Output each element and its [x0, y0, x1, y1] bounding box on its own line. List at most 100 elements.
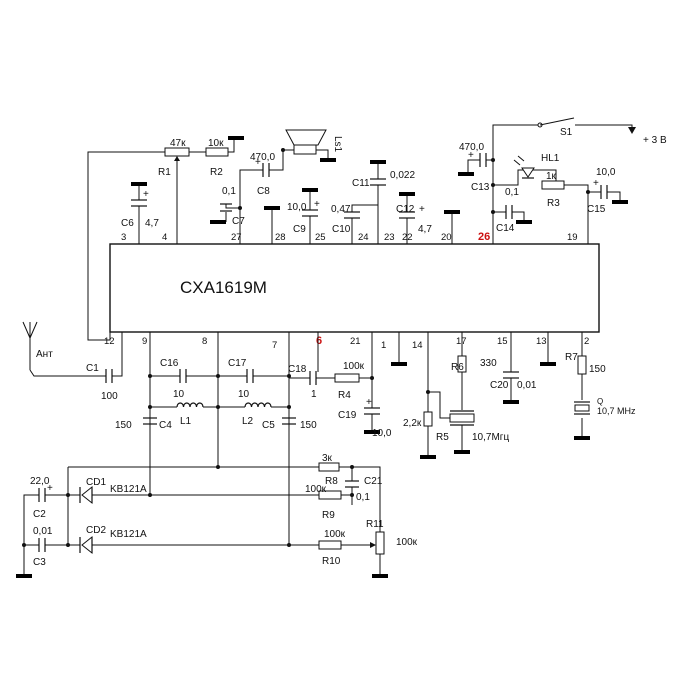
- ic-name: CXA1619M: [180, 278, 267, 297]
- c1-value: 100: [101, 391, 118, 402]
- r3-value: 1к: [546, 171, 557, 182]
- c15-plus: +: [593, 178, 599, 189]
- r3-label: R3: [547, 198, 560, 209]
- q-value: 10,7 MHz: [597, 406, 636, 416]
- l1-label: L1: [180, 416, 192, 427]
- r10-resistor: [318, 540, 342, 550]
- l2-inductor: [244, 402, 272, 408]
- r4-label: R4: [338, 390, 351, 401]
- c4-value: 150: [115, 420, 132, 431]
- ground-symbol: [320, 158, 336, 162]
- pin-1: 1: [381, 340, 386, 351]
- c15-label: C15: [587, 204, 606, 215]
- switch-s1[interactable]: [539, 117, 575, 126]
- pin-26: 26: [478, 231, 490, 243]
- c3-label: C3: [33, 557, 46, 568]
- c7-label: C7: [232, 216, 245, 227]
- c17-value: 10: [238, 389, 250, 400]
- pin-25: 25: [315, 232, 326, 243]
- c13-label: C13: [471, 182, 490, 193]
- r5-label: R5: [436, 432, 449, 443]
- wire-c2-c3: [23, 494, 68, 574]
- r8-label: R8: [325, 476, 338, 487]
- r6-resistor: [457, 355, 467, 373]
- antenna-icon: [22, 321, 38, 370]
- r11-label: R11: [366, 519, 384, 530]
- l2-label: L2: [242, 416, 254, 427]
- r5-resistor: [423, 411, 433, 427]
- ground-symbol: [264, 206, 280, 210]
- r2-value: 10к: [208, 138, 224, 149]
- wire-r2-gnd: [228, 140, 235, 153]
- c12-value: 4,7: [418, 224, 432, 235]
- pin-21: 21: [350, 336, 361, 347]
- r9-value: 100к: [305, 484, 327, 495]
- c18-value: 1: [311, 389, 317, 400]
- c8-value: 470,0: [250, 152, 275, 163]
- c7-value: 0,1: [222, 186, 236, 197]
- wire-pin26-rail: [492, 124, 538, 244]
- pin-12: 12: [104, 336, 115, 347]
- pin-27: 27: [231, 232, 242, 243]
- led-icon: [521, 167, 535, 178]
- pin-3: 3: [121, 232, 126, 243]
- c12-label: C12: [396, 204, 415, 215]
- pin-15: 15: [497, 336, 508, 347]
- ground-symbol: [228, 136, 244, 140]
- ground-symbol: [399, 192, 415, 196]
- c4-label: C4: [159, 420, 172, 431]
- ground-symbol: [540, 362, 556, 366]
- ground-symbol: [612, 200, 628, 204]
- r10-label: R10: [322, 556, 341, 567]
- c8-label: C8: [257, 186, 270, 197]
- pin-28: 28: [275, 232, 286, 243]
- c1-label: C1: [86, 363, 99, 374]
- r10-value: 100к: [324, 529, 346, 540]
- pin-20: 20: [441, 232, 452, 243]
- pin-17: 17: [456, 336, 467, 347]
- c11-value: 0,022: [390, 170, 415, 181]
- ground-symbol: [420, 455, 436, 459]
- pin-4: 4: [162, 232, 167, 243]
- r11-wiper-arrow: [370, 542, 376, 548]
- cd2-varicap-icon: [79, 535, 93, 555]
- s1-label: S1: [560, 127, 573, 138]
- r11-value: 100к: [396, 537, 418, 548]
- r1-wiper-arrow: [174, 156, 180, 161]
- wire-antenna-c1: [29, 332, 123, 377]
- ground-symbol: [574, 436, 590, 440]
- ground-symbol: [444, 210, 460, 214]
- cd2-label: CD2: [86, 525, 106, 536]
- ground-symbol: [364, 430, 380, 434]
- ground-symbol: [391, 362, 407, 366]
- c5-value: 150: [300, 420, 317, 431]
- c3-value: 0,01: [33, 526, 53, 537]
- ground-symbol: [210, 220, 226, 224]
- pin-14: 14: [412, 340, 423, 351]
- c14-label: C14: [496, 223, 515, 234]
- r3-resistor: [541, 180, 565, 190]
- r9-label: R9: [322, 510, 335, 521]
- supply-arrow: [628, 127, 636, 134]
- r9-resistor: [318, 490, 342, 500]
- l1-inductor: [176, 402, 204, 408]
- r5-value: 2,2к: [403, 418, 422, 429]
- c9-plus: +: [314, 199, 320, 210]
- ground-symbol: [458, 172, 474, 176]
- wire-c14: [493, 211, 525, 220]
- r6-label: R6: [451, 362, 464, 373]
- ground-symbol: [131, 182, 147, 186]
- pin-24: 24: [358, 232, 369, 243]
- speaker-label: Ls1: [332, 136, 343, 153]
- wire-supply: [575, 124, 633, 132]
- wire-pin12-loop: [87, 151, 165, 341]
- q-label: Q: [597, 397, 603, 406]
- r11-potentiometer[interactable]: [375, 531, 385, 555]
- wire-c15: [588, 191, 621, 200]
- c16-value: 10: [173, 389, 185, 400]
- pin-19: 19: [567, 232, 578, 243]
- c19-label: C19: [338, 410, 357, 421]
- pin-9: 9: [142, 336, 147, 347]
- c5-label: C5: [262, 420, 275, 431]
- c18-label: C18: [288, 364, 307, 375]
